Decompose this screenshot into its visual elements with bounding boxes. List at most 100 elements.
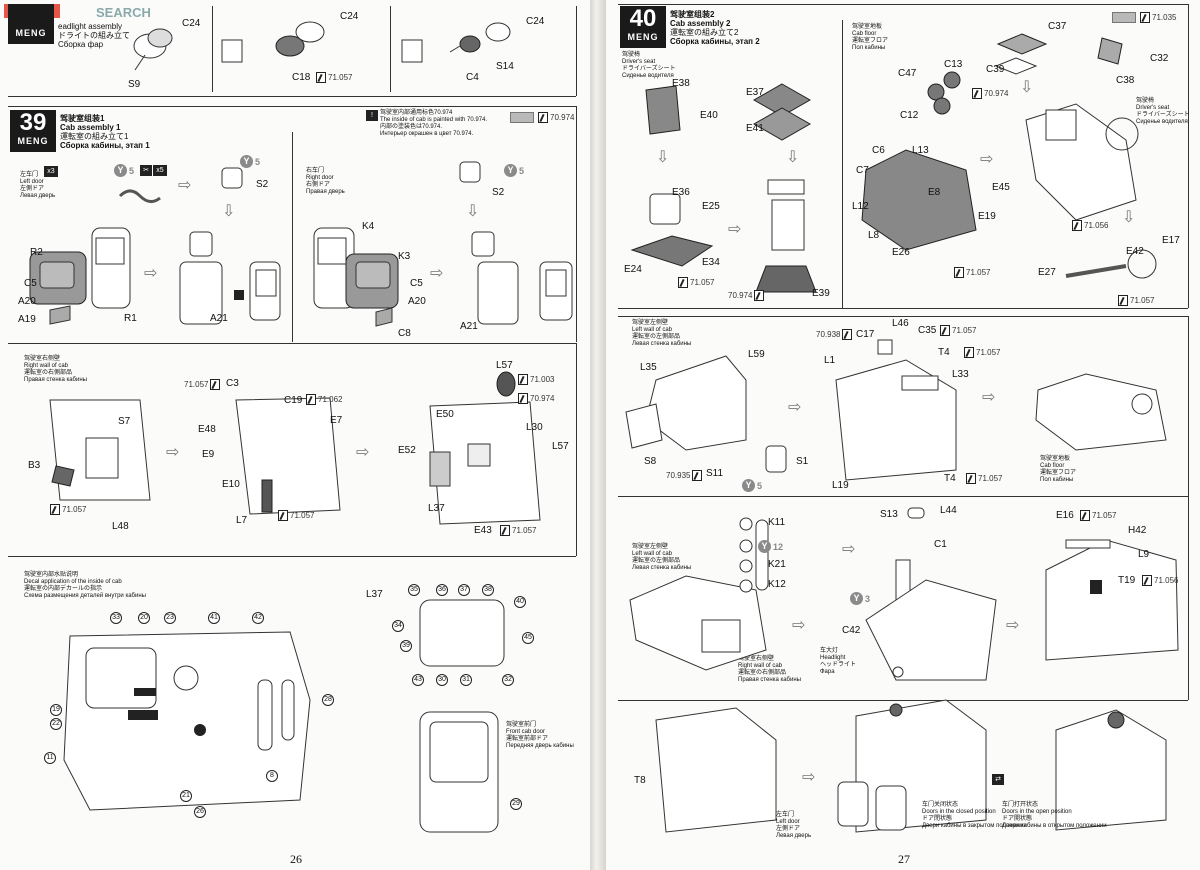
step39-center-divider (292, 132, 293, 342)
paint-6: 70.974 (518, 393, 554, 404)
label-l8: L8 (868, 230, 880, 241)
label-e50: E50 (436, 409, 454, 420)
paint-s40-4: 71.056 (1072, 220, 1108, 231)
paint-lw-4: 71.057 (964, 347, 1000, 358)
notice-color-chip (510, 112, 534, 123)
paint-s40-5: 71.057 (954, 267, 990, 278)
label-c5a: C5 (24, 278, 37, 289)
paint-2: 71.057 (184, 379, 221, 390)
paint-4: 71.057 (278, 510, 314, 521)
arrow-right-12: ⇨ (1006, 617, 1020, 634)
label-l13: L13 (912, 145, 929, 156)
left-page: SEARCH MENG eadlight assembly ドライトの組み立て … (0, 0, 590, 870)
arrow-right-13: ⇨ (802, 769, 816, 786)
paint-s40-6: 71.057 (1118, 295, 1154, 306)
top-divider-1 (212, 6, 213, 92)
brush-icon (954, 267, 964, 278)
label-c37: C37 (1048, 21, 1067, 32)
label-e41: E41 (746, 123, 764, 134)
label-e16: E16 (1056, 510, 1074, 521)
label-e48: E48 (198, 424, 216, 435)
decal-19: 19 (50, 704, 62, 716)
arrow-right-4: ⇨ (166, 444, 180, 461)
label-k3: K3 (398, 251, 411, 262)
label-l57a: L57 (496, 360, 513, 371)
brush-icon (692, 470, 703, 481)
label-a20a: A20 (18, 296, 36, 307)
paint-lw-2: 70.938 (816, 329, 853, 340)
brush-icon (306, 394, 316, 405)
label-c38: C38 (1116, 75, 1135, 86)
top-strip-right (576, 6, 577, 96)
step40-top-line (618, 4, 1188, 5)
step39-drawings (29, 161, 573, 327)
paint-lw-3: 71.057 (940, 325, 976, 336)
top-strip-bottom (8, 96, 576, 97)
decal-32: 32 (502, 674, 514, 686)
label-c47: C47 (898, 68, 917, 79)
label-c3: C3 (226, 378, 239, 389)
arrow-down-1: ⇩ (222, 203, 236, 220)
label-c35: C35 (918, 325, 937, 336)
headlight-drawings (629, 507, 1179, 681)
leftwall-bottom-line (618, 496, 1188, 497)
brush-icon (1118, 295, 1128, 306)
right-wall-caption: 驾驶室右侧壁 Right wall of cab 運転室の右側部品 Правая… (24, 356, 87, 383)
arrow-right-9: ⇨ (982, 389, 996, 406)
top-strip-drawings (133, 21, 511, 71)
brush-icon (678, 277, 688, 288)
right-door-caption: 右车门 Right door 右側ドア Правая дверь (306, 168, 345, 195)
label-t8: T8 (634, 775, 646, 786)
label-l7: L7 (236, 515, 248, 526)
label-l9: L9 (1138, 549, 1150, 560)
decal-39: 39 (400, 640, 412, 652)
label-e45: E45 (992, 182, 1010, 193)
label-e42: E42 (1126, 246, 1144, 257)
arrow-right-7: ⇨ (980, 151, 994, 168)
step40-right-border (1188, 4, 1189, 308)
label-l33: L33 (952, 369, 969, 380)
decal-8: 8 (266, 770, 278, 782)
brush-icon (964, 347, 974, 358)
arrow-right-2: ⇨ (144, 265, 158, 282)
label-e40: E40 (700, 110, 718, 121)
qty-badge: x3 (44, 166, 58, 177)
label-e8: E8 (928, 187, 941, 198)
decal-23: 23 (164, 612, 176, 624)
arrow-right-5: ⇨ (356, 444, 370, 461)
arrow-right-3: ⇨ (430, 265, 444, 282)
arrow-down-5: ⇩ (1020, 79, 1034, 96)
notice-paint: 70.974 (538, 112, 574, 123)
decal-26: 26 (194, 806, 206, 818)
top-step-title: eadlight assembly ドライトの組み立て Сборка фар (58, 22, 130, 49)
right-page-number: 27 (898, 852, 910, 866)
label-e24: E24 (624, 264, 642, 275)
label-l59: L59 (748, 349, 765, 360)
step39-right-border (576, 106, 577, 342)
label-s1: S1 (796, 456, 809, 467)
label-c39: C39 (986, 64, 1005, 75)
right-wall-drawings (49, 371, 541, 525)
label-e27: E27 (1038, 267, 1056, 278)
qty-x5: x5 (153, 165, 167, 176)
hl-right-border (1188, 496, 1189, 700)
label-e36: E36 (672, 187, 690, 198)
decal-38: 38 (482, 584, 494, 596)
label-s11: S11 (706, 468, 724, 479)
paint-s40-2: 70.974 (728, 290, 765, 301)
label-c18: C18 (292, 72, 311, 83)
decal-l37: L37 (366, 589, 383, 600)
hl-right-wall-caption: 驾驶室右侧壁 Right wall of cab 運転室の右側部品 Правая… (738, 656, 801, 683)
label-l12: L12 (852, 201, 869, 212)
lw-floor-caption: 驾驶室地板 Cab floor 運転室フロア Пол кабины (1040, 456, 1077, 483)
paint-7: 71.057 (500, 525, 536, 536)
label-t4a: T4 (938, 347, 950, 358)
label-c24a: C24 (182, 18, 201, 29)
step40-title: 驾驶室组装2 Cab assembly 2 運転室の組み立て2 Сборка к… (670, 10, 760, 46)
label-a21a: A21 (210, 313, 228, 324)
